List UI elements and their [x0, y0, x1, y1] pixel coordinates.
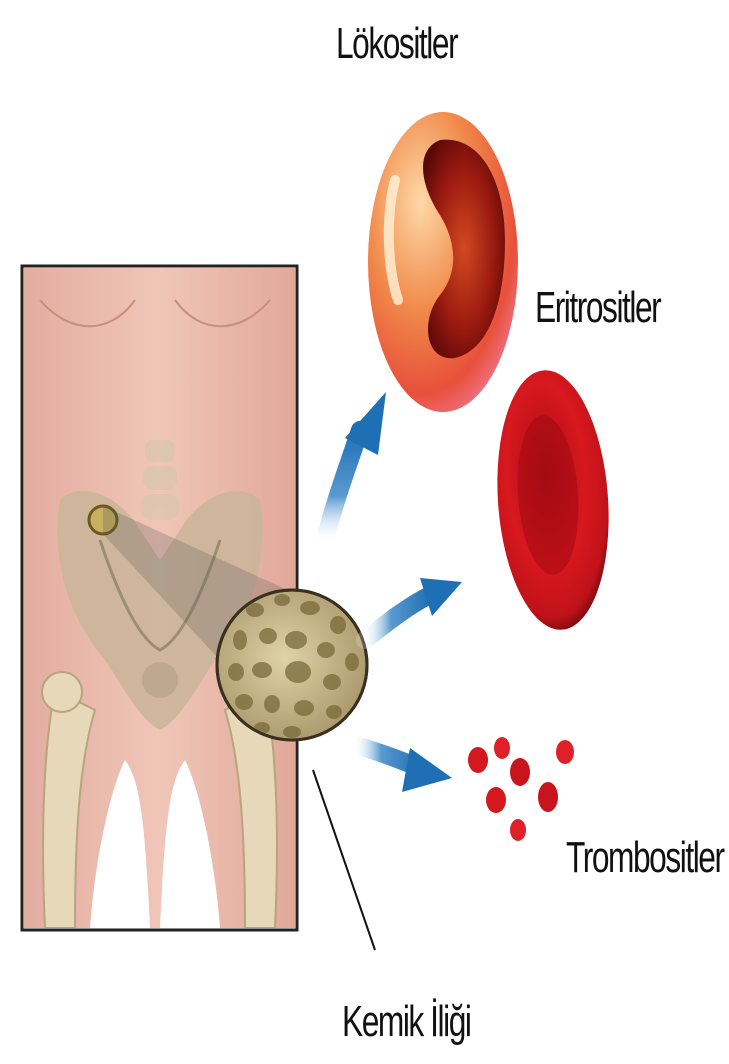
arrow-to-erythrocytes [365, 578, 462, 640]
label-thrombocytes: Trombositler [566, 836, 724, 880]
platelet [468, 747, 488, 773]
label-leukocytes: Lökositler [336, 22, 457, 66]
arrow-to-thrombocytes [355, 745, 452, 792]
arrow-to-leukocytes [325, 392, 386, 540]
leukocyte-cell [368, 112, 518, 412]
label-erythrocytes: Eritrositler [535, 286, 660, 330]
erythrocyte-cell [489, 366, 617, 633]
platelet [494, 737, 510, 759]
platelet [486, 787, 506, 813]
thrombocytes-cluster [468, 737, 574, 841]
label-bone-marrow: Kemik İliği [342, 1000, 471, 1044]
platelet [556, 740, 574, 764]
platelet [538, 782, 558, 812]
platelet [510, 819, 526, 841]
bone-marrow-circle [217, 590, 367, 740]
spine [141, 440, 179, 520]
platelet [510, 758, 530, 786]
bone-marrow-pointer [313, 770, 375, 950]
